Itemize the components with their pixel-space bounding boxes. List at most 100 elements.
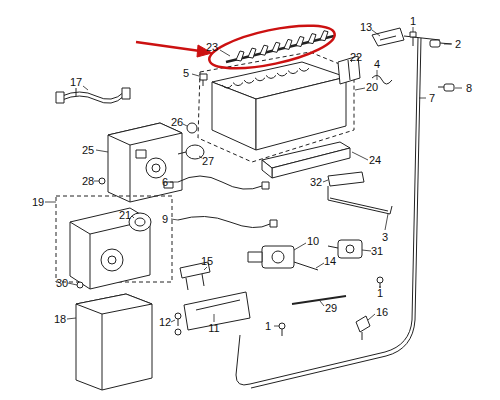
callout-number: 3 <box>381 231 389 243</box>
heater <box>328 172 392 214</box>
callout-number: 29 <box>324 302 338 314</box>
wire <box>178 216 277 227</box>
callout-number: 21 <box>118 209 132 221</box>
fitting <box>362 332 363 340</box>
ejector-finger <box>308 34 316 44</box>
leader-line <box>368 314 375 320</box>
water-valve <box>338 240 362 258</box>
leader-line <box>45 202 56 203</box>
water-valve <box>248 246 318 270</box>
callout-number: 1 <box>376 287 384 299</box>
screw <box>200 32 454 91</box>
leader-line <box>94 181 99 182</box>
callout-number: 11 <box>207 322 220 334</box>
water-valve <box>294 262 318 270</box>
leader-line <box>372 30 380 36</box>
mold-cavity <box>299 68 309 71</box>
leader-line <box>385 214 388 230</box>
heater <box>330 198 388 211</box>
mold-cavity <box>244 80 254 83</box>
rod <box>292 296 346 304</box>
rod <box>282 329 283 336</box>
callout-number: 26 <box>170 116 184 128</box>
heater <box>328 186 392 214</box>
callout-number: 24 <box>368 154 382 166</box>
leader-line <box>419 98 426 99</box>
ejector-finger <box>248 48 256 58</box>
leader-line <box>83 86 88 90</box>
leader-line <box>413 27 414 32</box>
leader-line <box>355 88 365 90</box>
callout-number: 1 <box>409 15 417 27</box>
leader-line <box>45 27 462 326</box>
leader-line <box>323 180 328 182</box>
control-module <box>108 123 182 202</box>
leader-line <box>183 124 187 126</box>
callout-number: 31 <box>370 245 384 257</box>
leader-line <box>199 156 202 158</box>
ice-maker-illustration <box>45 17 462 390</box>
leader-line <box>316 263 324 268</box>
callout-number: 5 <box>182 67 190 79</box>
callout-number: 6 <box>161 176 169 188</box>
leader-line <box>68 283 77 285</box>
screw <box>175 313 181 335</box>
callout-number: 15 <box>200 255 214 267</box>
screw <box>200 74 207 80</box>
ejector-finger <box>320 31 328 41</box>
callout-number: 17 <box>69 76 83 88</box>
module-cover <box>102 314 103 390</box>
screw <box>444 84 454 91</box>
small-part <box>186 145 204 159</box>
water-valve <box>248 252 262 262</box>
control-module <box>146 158 166 178</box>
screw <box>203 80 204 86</box>
callout-number: 8 <box>465 82 473 94</box>
callout-number: 27 <box>201 155 215 167</box>
screw <box>430 40 440 47</box>
water-valve <box>272 251 284 263</box>
highlight-ellipse <box>206 17 338 77</box>
callout-number: 4 <box>373 58 381 70</box>
leader-line <box>171 320 175 322</box>
callout-number: 7 <box>428 92 436 104</box>
leader-line <box>67 318 76 319</box>
pointer-arrow <box>136 42 212 57</box>
motor-group <box>108 256 116 264</box>
screw <box>413 37 414 46</box>
screw <box>77 282 83 288</box>
ejector-assembly <box>226 31 334 62</box>
screw <box>175 329 181 335</box>
wire-harness <box>122 88 130 99</box>
leader-line <box>444 44 451 45</box>
motor-group <box>70 208 150 289</box>
ejector-finger <box>260 45 268 55</box>
leader-line <box>294 243 306 250</box>
fitting <box>356 316 370 332</box>
ice-mold <box>256 77 346 150</box>
rod <box>279 323 285 329</box>
leader-line <box>171 219 178 220</box>
callout-number: 10 <box>306 235 320 247</box>
tray-cover <box>272 148 350 178</box>
pointer-arrow <box>136 42 200 51</box>
control-module <box>130 145 131 202</box>
callout-number: 2 <box>454 38 462 50</box>
small-part <box>187 123 197 133</box>
bracket <box>372 28 404 46</box>
callout-number: 28 <box>81 175 95 187</box>
mold-cavity <box>288 71 298 74</box>
ice-mold <box>222 68 309 88</box>
ice-mold <box>212 82 256 150</box>
wire <box>178 176 262 189</box>
wire <box>178 176 269 189</box>
screw <box>440 43 452 44</box>
screw <box>438 87 444 88</box>
mold-cavity <box>222 85 232 88</box>
mold-cavity <box>277 73 287 76</box>
water-valve <box>262 246 294 268</box>
module-cover <box>76 294 152 390</box>
screw <box>175 313 181 319</box>
callout-number: 16 <box>375 306 389 318</box>
motor-group <box>129 213 151 231</box>
